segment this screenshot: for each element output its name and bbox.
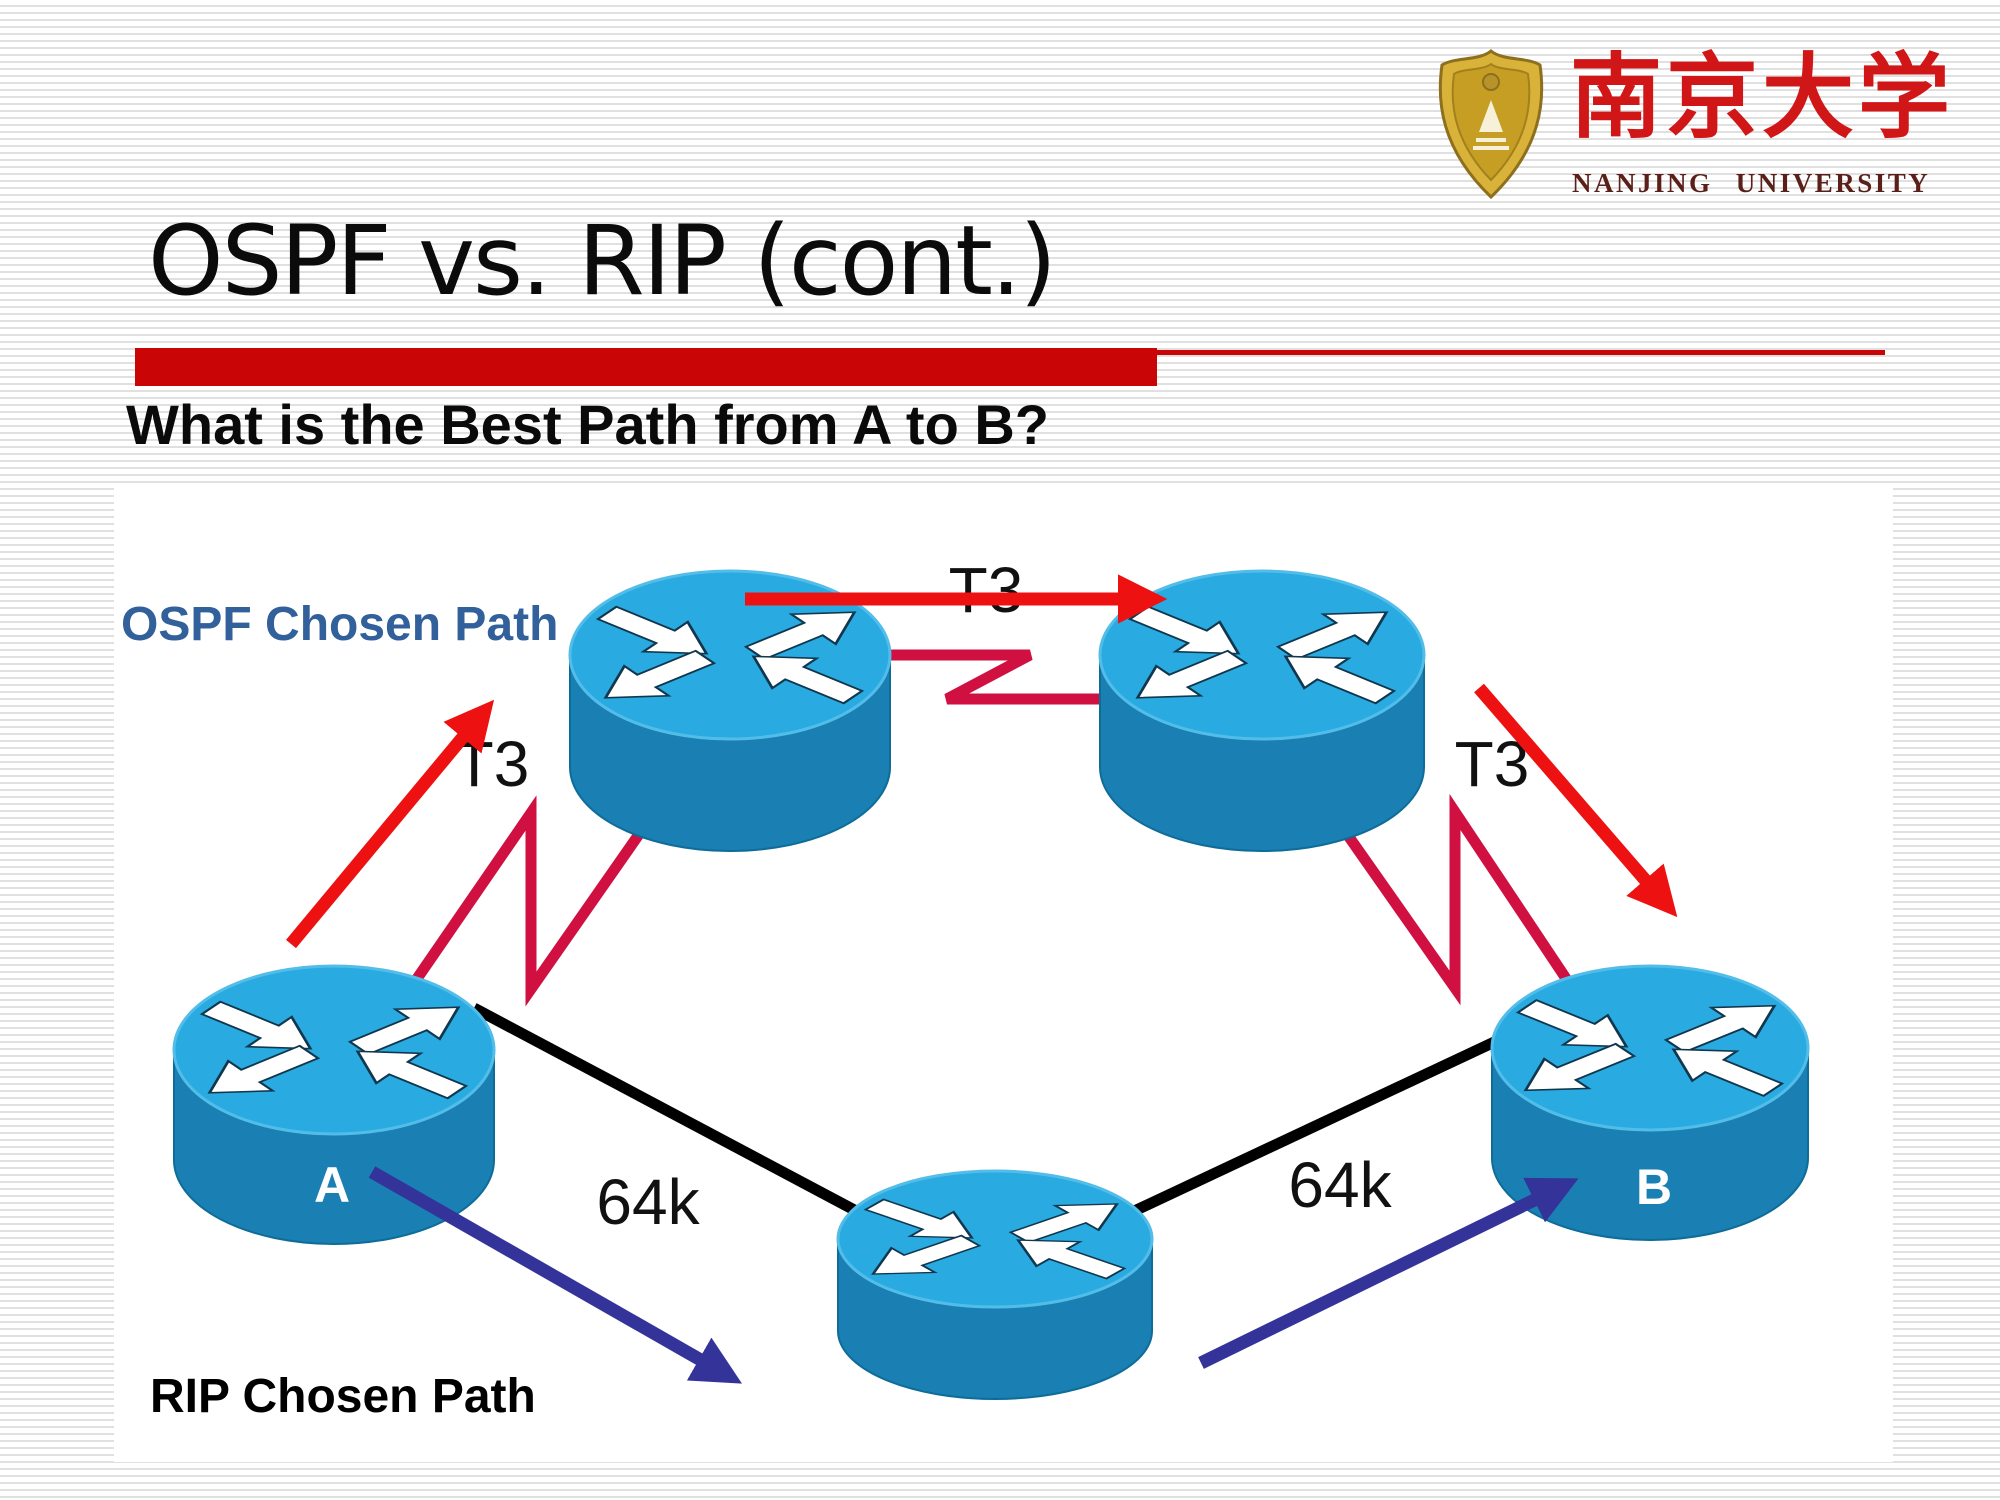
rip-arrow-left bbox=[368, 1166, 743, 1384]
page-subtitle: What is the Best Path from A to B? bbox=[126, 393, 1049, 456]
link-label-t3-top: T3 bbox=[949, 554, 1024, 626]
title-underline-thin-line bbox=[1157, 350, 1885, 355]
lan-link-right-64k bbox=[1127, 1032, 1508, 1218]
serial-link-top-t3 bbox=[868, 649, 1135, 705]
ospf-arrow-left bbox=[286, 699, 495, 949]
title-underline-bar bbox=[135, 348, 1157, 386]
lan-link-left-64k bbox=[471, 1003, 863, 1218]
router-top-left bbox=[568, 569, 892, 852]
ospf-path-label: OSPF Chosen Path bbox=[121, 598, 558, 651]
rip-arrow-right bbox=[1198, 1177, 1579, 1369]
page-title: OSPF vs. RIP (cont.) bbox=[148, 205, 1057, 317]
university-name-chinese: 南京大学 bbox=[1570, 44, 1955, 151]
ospf-arrow-right bbox=[1474, 683, 1678, 918]
router-top-right bbox=[1098, 569, 1426, 852]
router-b-label: B bbox=[1636, 1159, 1672, 1215]
link-label-64k-left: 64k bbox=[596, 1166, 700, 1238]
serial-link-left-t3 bbox=[409, 795, 654, 1007]
router-a-label: A bbox=[314, 1157, 350, 1213]
university-name-english: NANJING UNIVERSITY bbox=[1572, 168, 1931, 198]
serial-link-right-t3 bbox=[1330, 793, 1574, 1006]
link-label-64k-right: 64k bbox=[1288, 1149, 1392, 1221]
router-bottom bbox=[836, 1169, 1154, 1400]
rip-path-label: RIP Chosen Path bbox=[150, 1370, 536, 1423]
university-seal-icon bbox=[1432, 48, 1550, 200]
